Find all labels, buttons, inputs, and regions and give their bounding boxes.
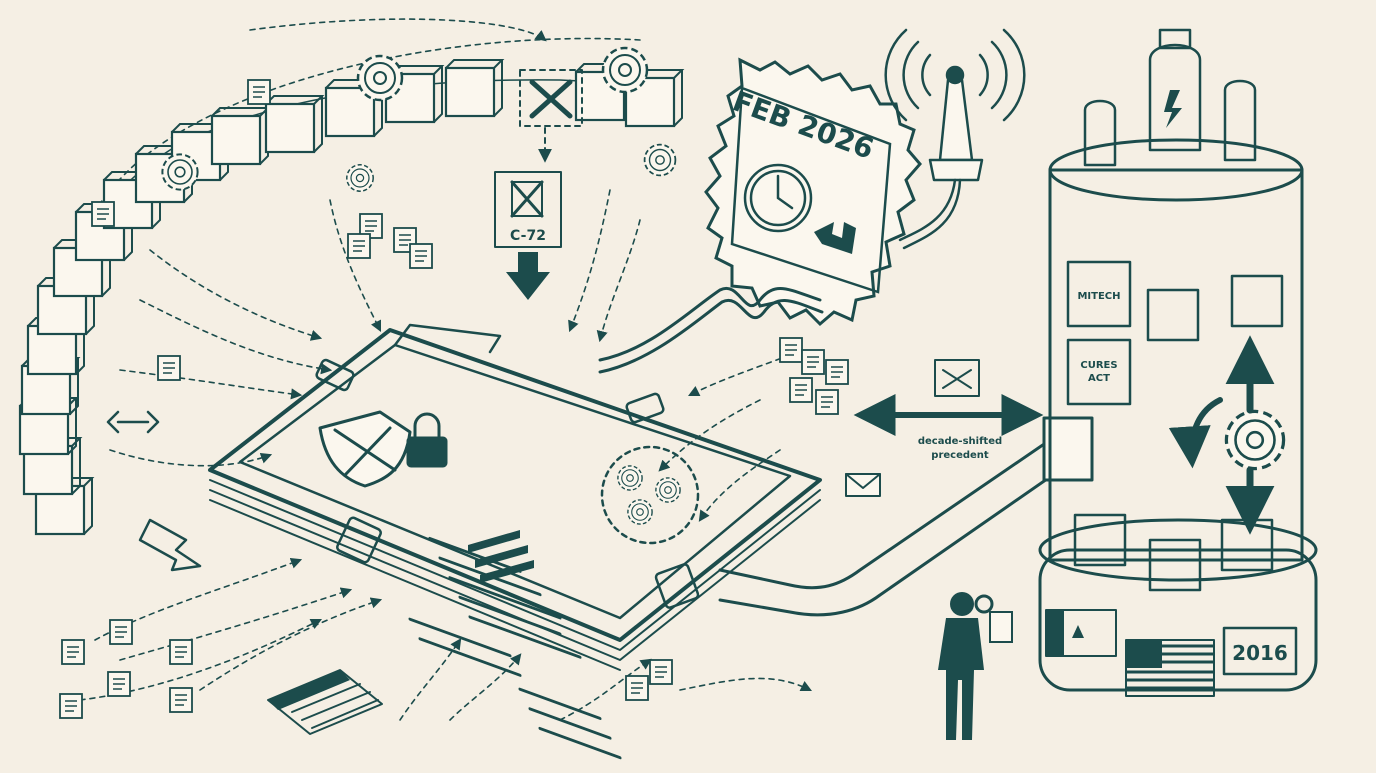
clock-icon [743, 163, 813, 233]
small-document-icon [91, 201, 115, 227]
gear-icon [1224, 409, 1286, 471]
small-document-icon [157, 355, 181, 381]
gear-icon [346, 164, 374, 192]
connector-label-line2: precedent [931, 450, 989, 461]
gear-icon [601, 46, 649, 94]
bidirectional-arrow-icon [106, 410, 160, 434]
belt-module [210, 107, 271, 166]
padlock-icon [406, 412, 448, 468]
small-document-icon [169, 687, 193, 713]
module-mitech [1066, 260, 1132, 328]
gear-icon [161, 153, 199, 191]
belt-module [52, 239, 113, 298]
crossed-shield-icon [318, 410, 412, 488]
crossed-document-icon [510, 180, 544, 218]
machine-year: 2016 [1232, 641, 1288, 665]
small-document-icon [789, 377, 813, 403]
module-mitech-label: MITECH [1077, 291, 1120, 302]
connector-annotation: decade-shifted precedent [853, 359, 1044, 461]
small-document-icon [825, 359, 849, 385]
rejected-module [519, 69, 583, 163]
lightning-icon [1164, 90, 1182, 128]
small-document-icon [61, 639, 85, 665]
connection-pipe [598, 286, 1094, 617]
small-document-icon [247, 79, 271, 105]
canada-flag-icon [1045, 609, 1117, 657]
right-arrow-icon [138, 518, 202, 572]
central-folder [208, 323, 822, 760]
redaction-bars [468, 530, 534, 583]
antenna-icon [884, 28, 1026, 250]
date-stamp: FEB 2026 [704, 57, 922, 327]
small-document-icon [625, 675, 649, 701]
small-document-icon [359, 213, 383, 239]
small-document-icon [815, 389, 839, 415]
gear-icon [643, 143, 677, 177]
belt-module [264, 95, 325, 154]
us-flag-icon [1125, 639, 1215, 697]
scattered-documents [59, 79, 849, 719]
small-document-icon [109, 619, 133, 645]
small-document-icon [779, 337, 803, 363]
connector-label-line1: decade-shifted [918, 436, 1002, 447]
legacy-machine: MITECH CURES ACT 2016 [1038, 28, 1318, 697]
belt-module [444, 59, 505, 118]
document-code: C-72 [510, 228, 546, 244]
gear-icon [356, 54, 404, 102]
person-with-magnifier-icon [938, 592, 1013, 740]
dashed-flows [79, 18, 813, 721]
gear-cluster-icon [600, 445, 700, 545]
envelope-icon [845, 473, 881, 497]
module-cures-label-line2: ACT [1088, 373, 1110, 384]
small-document-icon [169, 639, 193, 665]
vacuum-tube-icon [1083, 28, 1257, 167]
small-document-icon [409, 243, 433, 269]
module-cures-act [1066, 338, 1132, 406]
belt-modules [18, 59, 685, 536]
return-arrow-icon [814, 222, 856, 254]
year-plate [1222, 626, 1298, 676]
small-document-icon [107, 671, 131, 697]
data-table-icon [267, 669, 383, 735]
down-arrow-icon [506, 252, 550, 300]
small-document-icon [347, 233, 371, 259]
small-document-icon [59, 693, 83, 719]
blocked-document: C-72 [494, 171, 562, 300]
small-document-icon [649, 659, 673, 685]
module-cures-label-line1: CURES [1080, 360, 1117, 371]
small-document-icon [801, 349, 825, 375]
